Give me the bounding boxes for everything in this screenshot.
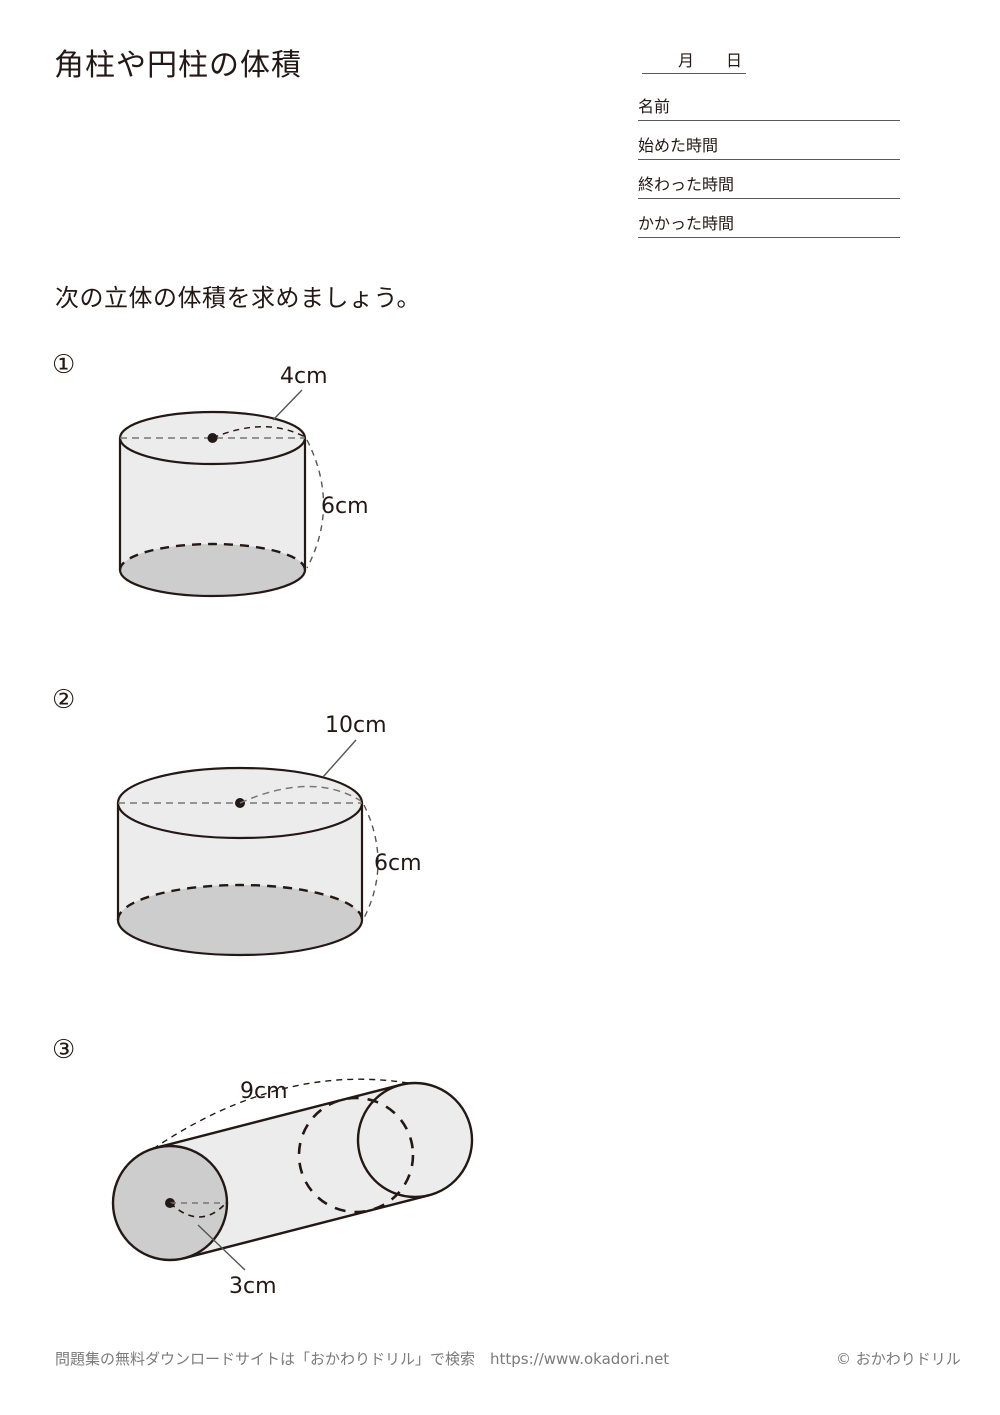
problem-2-height-label: 6cm [374, 851, 422, 876]
cylinder-base-disc [118, 885, 362, 955]
problem-2-number: ② [52, 685, 76, 715]
problem-3: ③ 3cm 9cm [0, 1035, 1000, 1320]
radius-leader-line [197, 1224, 246, 1271]
cylinder-base-hidden-edge [116, 883, 364, 921]
radius-leader-line [322, 739, 357, 778]
cylinder-hidden-joint-circle [297, 1096, 415, 1214]
cylinder-top-generator-line [155, 1083, 402, 1149]
start-time-field-row[interactable]: 始めた時間 [638, 121, 900, 160]
problem-3-figure: 3cm 9cm [111, 1078, 474, 1299]
problem-1-radius-label: 4cm [280, 364, 328, 389]
problem-2-radius-label: 10cm [325, 713, 387, 738]
date-day-label: 日 [726, 51, 743, 70]
end-time-field-label: 終わった時間 [638, 175, 735, 194]
height-indicator-arc [363, 804, 379, 919]
problem-1: ① 4cm 6cm [0, 350, 1000, 640]
problem-3-length-label: 9cm [240, 1079, 288, 1104]
problem-1-height-label: 6cm [321, 494, 369, 519]
cylinder-base-disc [120, 544, 305, 596]
cylinder-base-front-edge [118, 569, 307, 598]
radius-indicator-arc [169, 1202, 227, 1218]
problem-2: ② 10cm 6cm [0, 685, 1000, 995]
radius-indicator-arc [212, 426, 306, 439]
footer-left-text: 問題集の無料ダウンロードサイトは「おかわりドリル」で検索 https://www… [55, 1350, 670, 1368]
radius-leader-line [272, 389, 303, 421]
date-write-line [642, 73, 746, 74]
instruction-text: 次の立体の体積を求めましょう。 [55, 284, 422, 312]
name-field-row[interactable]: 名前 [638, 82, 900, 121]
cylinder-bottom-generator-line [183, 1194, 430, 1260]
cylinder-base-hidden-edge [118, 542, 307, 571]
radius-indicator-arc [239, 785, 362, 804]
end-time-field-row[interactable]: 終わった時間 [638, 160, 900, 199]
start-time-field-label: 始めた時間 [638, 136, 719, 155]
elapsed-time-field-label: かかった時間 [638, 214, 735, 233]
cylinder-base-front-edge [116, 919, 364, 957]
date-row[interactable]: 月 日 [638, 42, 900, 74]
name-field-label: 名前 [638, 97, 671, 116]
problem-1-figure: 4cm 6cm [118, 364, 369, 598]
elapsed-time-field-row[interactable]: かかった時間 [638, 199, 900, 238]
header-form: 月 日 名前 始めた時間 終わった時間 かかった時間 [638, 42, 900, 238]
problem-3-radius-label: 3cm [229, 1274, 277, 1299]
footer-right-text: © おかわりドリル [836, 1350, 961, 1368]
problem-1-number: ① [52, 350, 76, 380]
date-month-label: 月 [678, 51, 695, 70]
height-indicator-arc [306, 439, 325, 569]
page-title: 角柱や円柱の体積 [54, 48, 302, 83]
cylinder-far-end-face [356, 1081, 474, 1199]
length-indicator-arc [152, 1078, 409, 1150]
problem-2-figure: 10cm 6cm [116, 713, 422, 957]
problem-3-number: ③ [52, 1035, 76, 1065]
